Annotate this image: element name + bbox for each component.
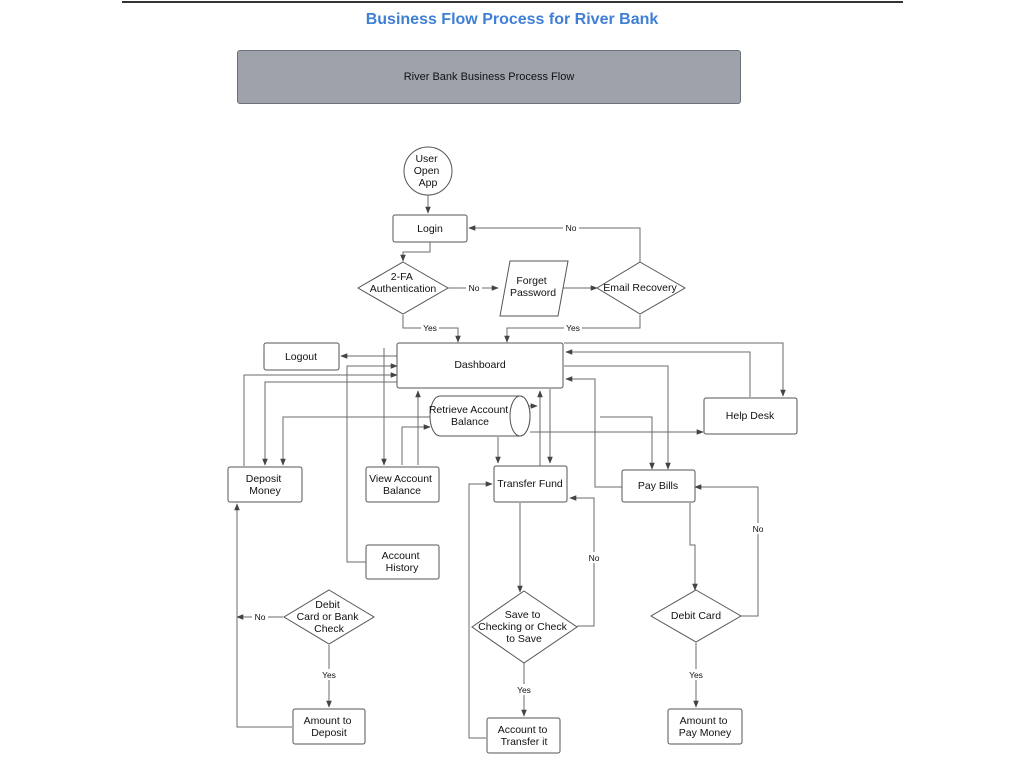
edge-label-debitcard-no: No (753, 524, 764, 534)
edge-dashboard-deposit (262, 381, 397, 466)
edge-label-debitcheck-no: No (255, 612, 266, 622)
edge-paybills-dashboard (565, 376, 622, 488)
edge-view-retrieve (401, 424, 431, 465)
page-title: Business Flow Process for River Bank (365, 11, 659, 28)
node-login-label: Login (417, 223, 443, 235)
node-2fa-label: 2-FA Authentication (370, 271, 437, 295)
node-start-shape (403, 146, 453, 196)
node-retrieve-label: Retrieve Account Balance (429, 404, 511, 428)
node-forget-shape (499, 260, 569, 317)
node-history-label: Account History (382, 550, 423, 574)
node-dashboard-label: Dashboard (454, 359, 506, 371)
edge-deposit-dashboard (243, 372, 398, 466)
edge-amount-deposit (234, 503, 292, 728)
edge-label-2fa-no: No (469, 283, 480, 293)
node-helpdesk-shape (703, 397, 798, 435)
node-view-label: View Account Balance (369, 473, 435, 497)
node-amountdeposit-shape (292, 708, 366, 745)
node-savecheck-shape (471, 590, 578, 664)
edge-label-savecheck-no: No (589, 553, 600, 563)
edge-login-2fa (400, 242, 431, 262)
edge-dashboard-paybills (564, 365, 671, 470)
edge-label-savecheck-yes: Yes (517, 685, 531, 695)
edge-label-2fa-yes: Yes (423, 323, 437, 333)
node-logout-shape (263, 342, 340, 371)
edge-label-debitcheck-yes: Yes (322, 670, 336, 680)
node-amountdeposit-label: Amount to Deposit (304, 715, 355, 739)
node-accounttransfer-label: Account to Transfer it (498, 724, 551, 748)
node-savecheck-label: Save to Checking or Check to Save (478, 609, 570, 645)
edge-retrieve-paybills (600, 416, 655, 470)
edge-retrieve-deposit (280, 416, 432, 466)
node-start-label: User Open App (414, 153, 443, 189)
node-transfer-shape (493, 465, 568, 503)
edge-paybills-debitcard (689, 503, 698, 591)
node-dashboard-shape (396, 342, 564, 389)
node-paymoney-shape (667, 708, 743, 745)
edge-label-login-no: No (566, 223, 577, 233)
node-forget-label: Forget Password (510, 275, 556, 299)
node-debitcheck-shape (283, 589, 375, 645)
node-logout-label: Logout (285, 351, 317, 363)
edge-label-email-yes: Yes (566, 323, 580, 333)
node-2fa-shape (357, 261, 449, 315)
node-paymoney-label: Amount to Pay Money (679, 715, 732, 739)
node-accounttransfer-shape (486, 717, 561, 754)
node-email-label: Email Recovery (603, 282, 677, 294)
node-helpdesk-label: Help Desk (726, 410, 775, 422)
node-history-shape (365, 544, 440, 580)
node-transfer-label: Transfer Fund (497, 478, 563, 490)
node-retrieve-shape (429, 395, 531, 437)
node-view-shape (365, 466, 440, 503)
top-divider (122, 1, 903, 3)
edge-email-login (468, 225, 641, 262)
node-debitcard-label: Debit Card (671, 610, 721, 622)
edge-dashboard-helpdesk (564, 342, 786, 397)
edge-history-dashboard (346, 363, 398, 563)
node-deposit-label: Deposit Money (246, 473, 285, 497)
edge-label-debitcard-yes: Yes (689, 670, 703, 680)
edge-helpdesk-dashboard (565, 349, 751, 397)
node-login-shape (392, 214, 468, 243)
node-email-shape (596, 261, 686, 315)
process-banner: River Bank Business Process Flow (237, 50, 741, 104)
node-debitcard-shape (650, 589, 742, 643)
node-debitcheck-label: Debit Card or Bank Check (297, 599, 362, 635)
node-paybills-label: Pay Bills (638, 480, 678, 492)
node-deposit-shape (227, 466, 303, 503)
edge-account-transfer (468, 481, 493, 739)
node-paybills-shape (621, 469, 696, 503)
edge-debitcard-paybills (694, 484, 759, 617)
